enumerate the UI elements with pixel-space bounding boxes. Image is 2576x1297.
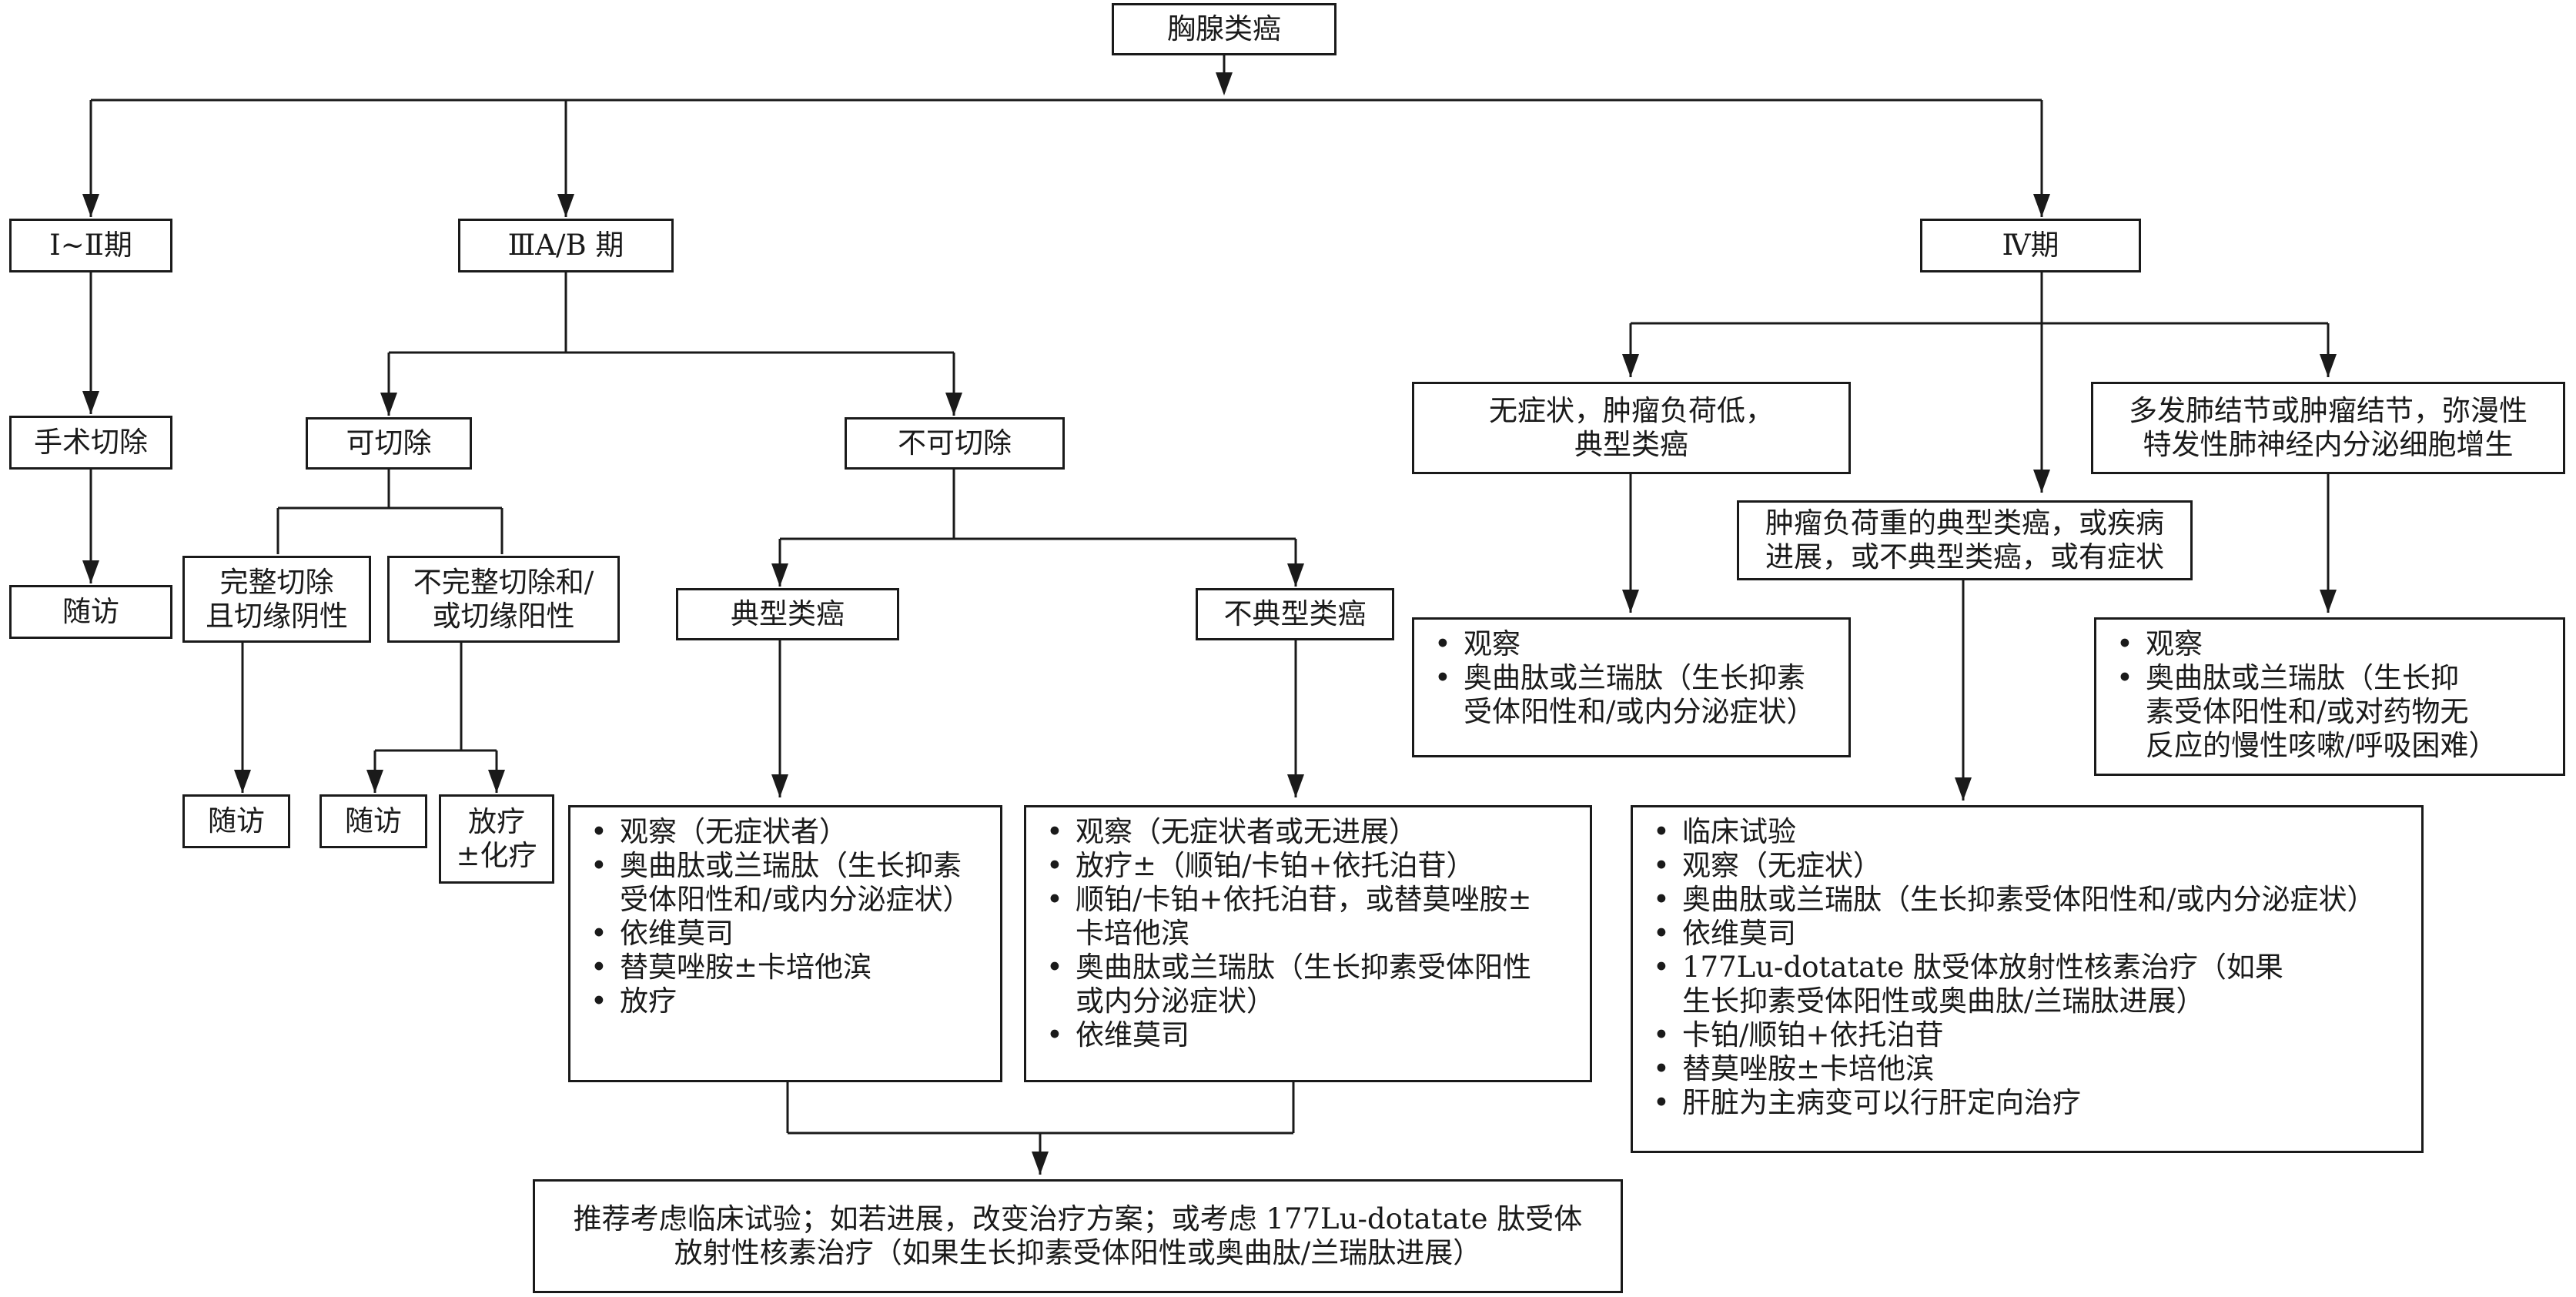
- nodules-node: 多发肺结节或肿瘤结节，弥漫性 特发性肺神经内分泌细胞增生: [2091, 382, 2565, 474]
- atypical-treatment-list: 观察（无症状者或无进展） 放疗±（顺铂/卡铂+依托泊苷） 顺铂/卡铂+依托泊苷，…: [1024, 805, 1592, 1082]
- list-item: 依维莫司: [1647, 917, 2412, 951]
- high-burden-line-1: 肿瘤负荷重的典型类癌，或疾病: [1765, 506, 2164, 540]
- incomplete-resection-line-1: 不完整切除和/: [413, 565, 594, 599]
- high-burden-node: 肿瘤负荷重的典型类癌，或疾病 进展，或不典型类癌，或有症状: [1737, 500, 2193, 580]
- surgery-node: 手术切除: [9, 416, 172, 470]
- complete-resection-node: 完整切除 且切缘阴性: [182, 556, 371, 643]
- list-item: 依维莫司: [584, 917, 991, 951]
- nodules-line-2: 特发性肺神经内分泌细胞增生: [2143, 428, 2514, 461]
- list-item: 临床试验: [1647, 815, 2412, 849]
- list-item: 177Lu-dotatate 肽受体放射性核素治疗（如果生长抑素受体阳性或奥曲肽…: [1647, 951, 2412, 1018]
- list-item: 观察: [2110, 627, 2554, 661]
- stage-4-node: Ⅳ期: [1920, 219, 2141, 272]
- recommendation-line-2: 放射性核素治疗（如果生长抑素受体阳性或奥曲肽/兰瑞肽进展）: [674, 1236, 1482, 1269]
- list-item: 放疗: [584, 984, 991, 1018]
- list-item: 奥曲肽或兰瑞肽（生长抑素受体阳性和/或内分泌症状）: [1647, 883, 2412, 917]
- high-burden-line-2: 进展，或不典型类癌，或有症状: [1765, 540, 2164, 573]
- incomplete-resection-line-2: 或切缘阳性: [432, 599, 575, 633]
- list-item: 奥曲肽或兰瑞肽（生长抑素受体阳性和/或内分泌症状）: [584, 849, 991, 917]
- complete-resection-line-1: 完整切除: [219, 565, 334, 599]
- list-item: 奥曲肽或兰瑞肽（生长抑素受体阳性和/或内分泌症状）: [1428, 661, 1839, 729]
- stage-4-label: Ⅳ期: [2002, 229, 2059, 262]
- resectable-label: 可切除: [346, 426, 432, 460]
- stage-1-2-node: Ⅰ~Ⅱ期: [9, 219, 172, 272]
- recommendation-line-1: 推荐考虑临床试验；如若进展，改变治疗方案；或考虑 177Lu-dotatate …: [573, 1202, 1583, 1235]
- list-item: 放疗±（顺铂/卡铂+依托泊苷）: [1040, 849, 1581, 883]
- low-burden-treatment-list: 观察 奥曲肽或兰瑞肽（生长抑素受体阳性和/或内分泌症状）: [1412, 617, 1851, 757]
- stage-1-2-label: Ⅰ~Ⅱ期: [49, 229, 132, 262]
- list-item: 顺铂/卡铂+依托泊苷，或替莫唑胺±卡培他滨: [1040, 883, 1581, 951]
- low-burden-node: 无症状，肿瘤负荷低， 典型类癌: [1412, 382, 1851, 474]
- list-item: 观察（无症状者或无进展）: [1040, 815, 1581, 849]
- followup-node-stage-1-2: 随访: [9, 585, 172, 639]
- followup-node-incomplete-resection: 随访: [319, 794, 427, 848]
- radiotherapy-line-1: 放疗: [468, 805, 525, 838]
- nodules-line-1: 多发肺结节或肿瘤结节，弥漫性: [2129, 394, 2527, 427]
- stage-3-label: ⅢA/B 期: [507, 229, 624, 262]
- unresectable-node: 不可切除: [845, 417, 1065, 470]
- resectable-node: 可切除: [306, 417, 472, 470]
- list-item: 观察（无症状）: [1647, 849, 2412, 883]
- recommendation-node: 推荐考虑临床试验；如若进展，改变治疗方案；或考虑 177Lu-dotatate …: [533, 1179, 1623, 1293]
- list-item: 观察: [1428, 627, 1839, 661]
- radiotherapy-line-2: ±化疗: [456, 839, 537, 872]
- atypical-carcinoid-node: 不典型类癌: [1196, 588, 1394, 640]
- typical-carcinoid-node: 典型类癌: [676, 588, 899, 640]
- list-item: 依维莫司: [1040, 1018, 1581, 1052]
- atypical-carcinoid-label: 不典型类癌: [1223, 597, 1367, 630]
- complete-resection-line-2: 且切缘阴性: [206, 599, 348, 633]
- high-burden-treatment-list: 临床试验 观察（无症状） 奥曲肽或兰瑞肽（生长抑素受体阳性和/或内分泌症状） 依…: [1631, 805, 2424, 1153]
- radiotherapy-node: 放疗 ±化疗: [439, 794, 554, 884]
- unresectable-label: 不可切除: [898, 426, 1012, 460]
- list-item: 卡铂/顺铂+依托泊苷: [1647, 1018, 2412, 1052]
- root-label: 胸腺类癌: [1167, 12, 1281, 45]
- list-item: 肝脏为主病变可以行肝定向治疗: [1647, 1086, 2412, 1120]
- root-node: 胸腺类癌: [1112, 3, 1337, 55]
- incomplete-resection-node: 不完整切除和/ 或切缘阳性: [387, 556, 620, 643]
- followup-label-complete-resection: 随访: [208, 804, 265, 837]
- surgery-label: 手术切除: [34, 426, 148, 459]
- typical-carcinoid-label: 典型类癌: [731, 597, 845, 630]
- list-item: 观察（无症状者）: [584, 815, 991, 849]
- followup-label-stage-1-2: 随访: [62, 595, 119, 628]
- followup-label-incomplete-resection: 随访: [345, 804, 402, 837]
- low-burden-line-2: 典型类癌: [1574, 428, 1688, 461]
- low-burden-line-1: 无症状，肿瘤负荷低，: [1489, 394, 1774, 427]
- list-item: 替莫唑胺±卡培他滨: [584, 951, 991, 984]
- stage-3-node: ⅢA/B 期: [458, 219, 674, 272]
- list-item: 替莫唑胺±卡培他滨: [1647, 1052, 2412, 1086]
- followup-node-complete-resection: 随访: [182, 794, 290, 848]
- typical-treatment-list: 观察（无症状者） 奥曲肽或兰瑞肽（生长抑素受体阳性和/或内分泌症状） 依维莫司 …: [568, 805, 1002, 1082]
